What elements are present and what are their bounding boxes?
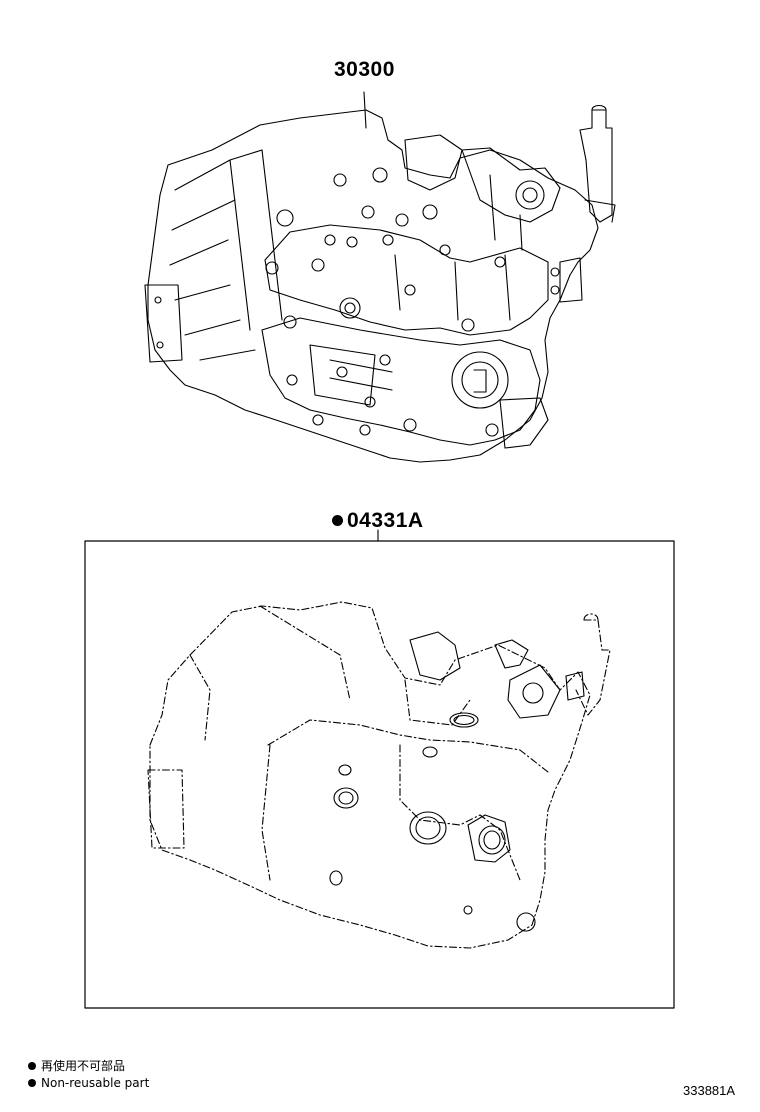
legend: 再使用不可部品 Non-reusable part (28, 1058, 149, 1092)
legend-row-en: Non-reusable part (28, 1075, 149, 1092)
legend-dot-icon (28, 1062, 36, 1070)
legend-text-ja: 再使用不可部品 (41, 1059, 126, 1073)
legend-dot-icon (28, 1079, 36, 1087)
part-number-04331a: 04331A (347, 509, 424, 532)
part-number-30300: 30300 (334, 58, 395, 81)
non-reusable-dot-icon (332, 515, 343, 526)
part-number-04331a-label: 04331A (332, 509, 424, 533)
legend-text-en: Non-reusable part (41, 1076, 150, 1090)
transaxle-assembly-drawing (144, 91, 616, 463)
kit-frame (84, 540, 675, 1009)
overhaul-gasket-kit-drawing (147, 601, 611, 949)
legend-row-ja: 再使用不可部品 (28, 1058, 149, 1075)
figure-id: 333881A (683, 1083, 736, 1098)
